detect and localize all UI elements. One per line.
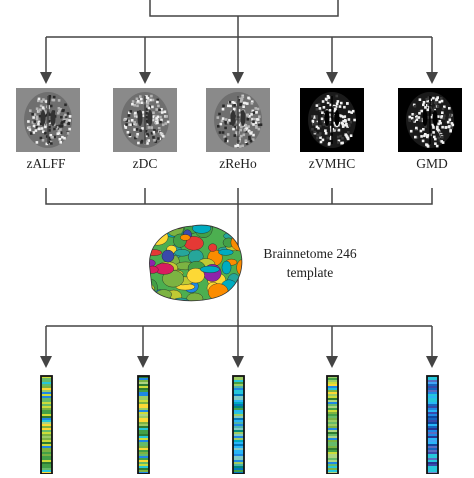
feature-vector-4 <box>326 375 339 475</box>
map-label-zvmhc: zVMHC <box>308 156 356 171</box>
template-name-line2: template <box>286 265 334 280</box>
brain-maps <box>16 88 462 152</box>
brain-map-zalff <box>16 88 80 152</box>
feature-vector-3 <box>232 375 245 475</box>
feature-vector-5 <box>426 375 439 475</box>
feature-vector-1 <box>40 375 53 475</box>
map-label-zdc: zDC <box>132 156 158 171</box>
brain-map-zreho <box>206 88 270 152</box>
top-connector <box>46 0 432 38</box>
brain-map-zvmhc <box>300 88 364 152</box>
template-label: Brainnetome 246 template <box>258 244 362 282</box>
feature-vectors <box>40 375 439 475</box>
map-label-zreho: zReHo <box>219 156 257 171</box>
atlas-parcels <box>149 225 242 301</box>
brain-map-gmd <box>398 88 462 152</box>
map-label-gmd: GMD <box>416 156 448 171</box>
template-name-line1: Brainnetome 246 <box>263 246 357 261</box>
map-label-zalff: zALFF <box>26 156 66 171</box>
map-arrows <box>40 37 438 84</box>
brain-atlas-image <box>149 224 243 302</box>
brain-map-zdc <box>113 88 177 152</box>
vector-arrows <box>40 326 438 368</box>
feature-vector-2 <box>137 375 150 475</box>
